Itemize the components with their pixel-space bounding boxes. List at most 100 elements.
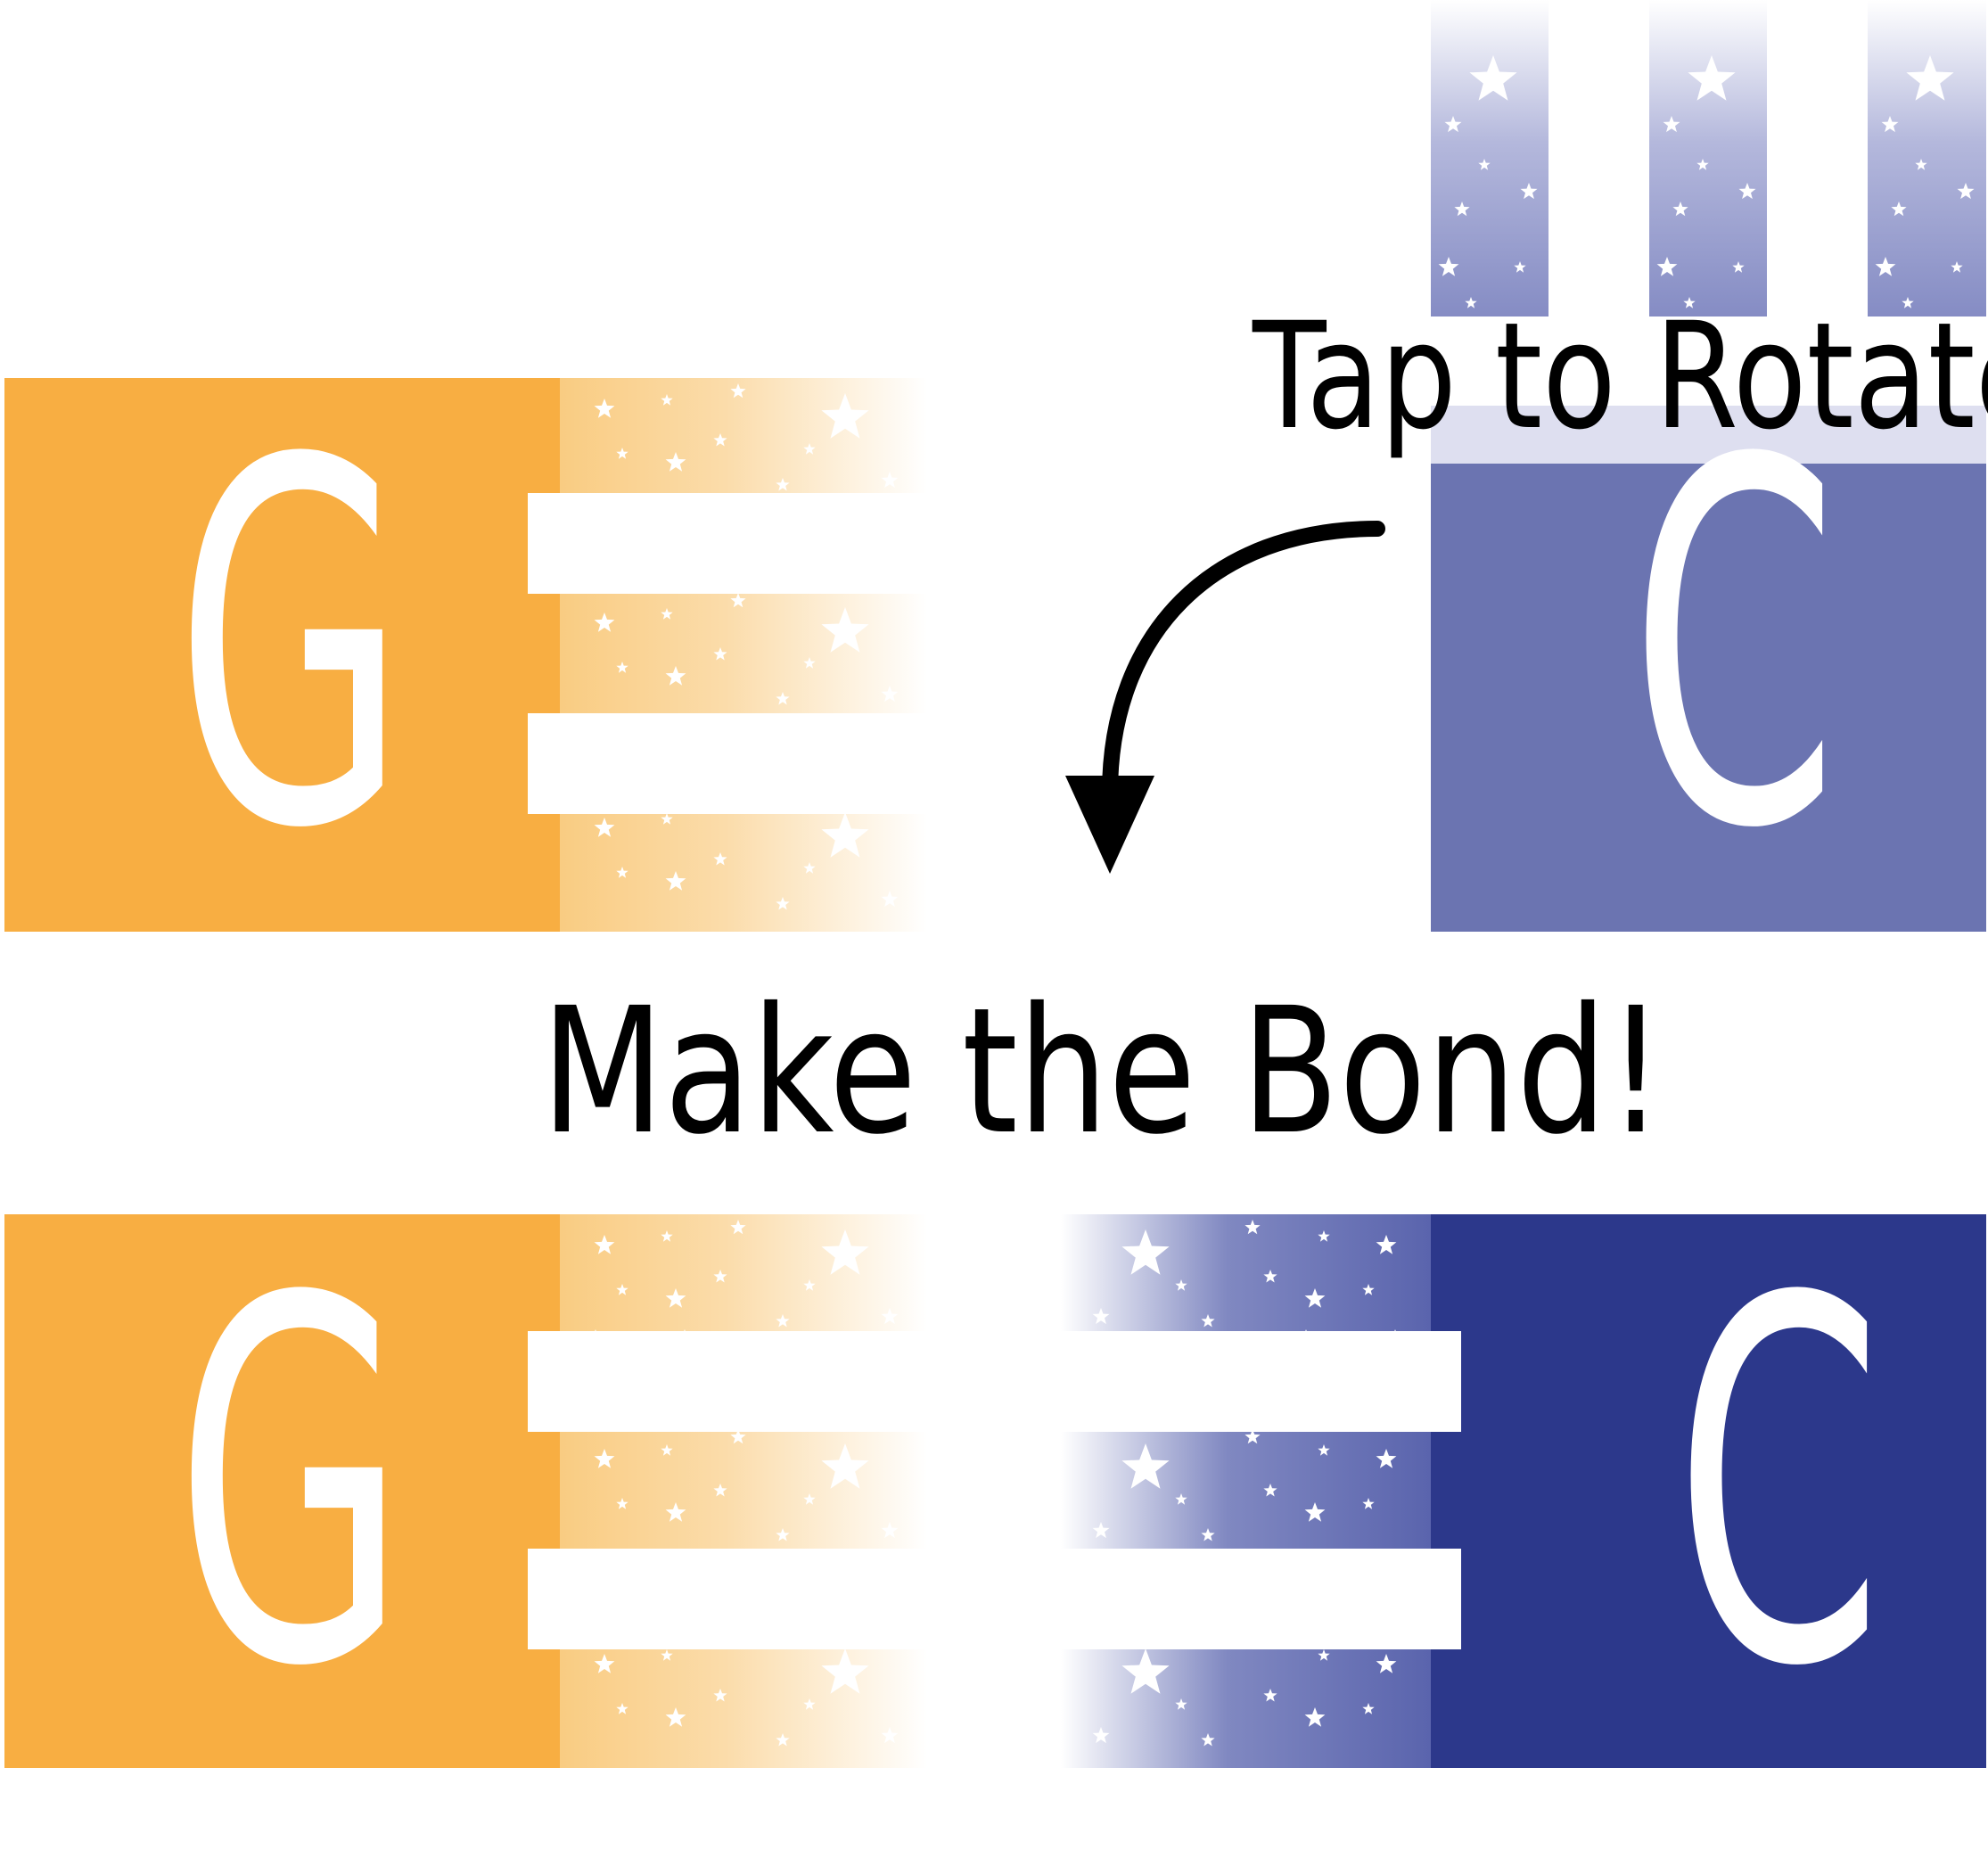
star-icon: [1478, 159, 1491, 170]
star-icon: [803, 1698, 816, 1710]
star-icon: [1304, 1502, 1326, 1522]
star-icon: [1376, 1654, 1397, 1673]
star-icon: [881, 472, 899, 489]
star-icon: [661, 813, 673, 825]
star-pattern-top-c: [1438, 55, 1975, 308]
star-icon: [821, 1648, 869, 1694]
star-icon: [776, 1314, 790, 1328]
star-icon: [730, 383, 746, 399]
star-icon: [1454, 201, 1470, 217]
star-icon: [590, 493, 601, 503]
star-icon: [661, 1649, 673, 1661]
star-icon: [661, 608, 673, 620]
star-icon: [1881, 116, 1899, 133]
hydrogen-bond-bar: [1549, 0, 1649, 321]
star-icon: [594, 1654, 615, 1673]
star-icon: [803, 1279, 816, 1291]
star-icon: [661, 1230, 673, 1242]
tap-to-rotate-label: Tap to Rotate: [1253, 291, 1988, 462]
guanine-block-top[interactable]: [4, 378, 560, 932]
star-icon: [594, 399, 615, 418]
star-icon: [1245, 1634, 1261, 1649]
star-icon: [616, 1703, 628, 1714]
star-icon: [1121, 1648, 1170, 1694]
guanine-letter-bottom: G: [175, 1195, 407, 1776]
star-icon: [594, 612, 615, 632]
star-icon: [1656, 257, 1678, 276]
star-icon: [821, 812, 869, 858]
star-icon: [594, 1449, 615, 1468]
star-icon: [730, 593, 746, 608]
star-icon: [1672, 201, 1688, 217]
star-icon: [1175, 1698, 1187, 1710]
star-icon: [713, 647, 727, 661]
guanine-letter-top: G: [175, 357, 407, 938]
star-icon: [1444, 116, 1462, 133]
star-icon: [1201, 1733, 1215, 1747]
star-icon: [1175, 1279, 1187, 1291]
star-icon: [616, 1498, 628, 1509]
star-icon: [1263, 1689, 1277, 1702]
star-icon: [616, 1284, 628, 1295]
star-icon: [1906, 55, 1954, 101]
star-icon: [1469, 55, 1517, 101]
star-icon: [776, 897, 790, 910]
star-icon: [1514, 261, 1526, 273]
cytosine-bond-fade-bottom: [1061, 1214, 1431, 1768]
star-icon: [590, 1329, 601, 1339]
star-icon: [730, 1429, 746, 1444]
star-icon: [1902, 297, 1914, 308]
star-icon: [776, 1528, 790, 1541]
hydrogen-bond-bar: [528, 1331, 1461, 1432]
star-icon: [1296, 1329, 1316, 1347]
star-icon: [1263, 1270, 1277, 1283]
star-icon: [1732, 261, 1745, 273]
star-icon: [1362, 1703, 1375, 1714]
star-pattern-bottom-g: [590, 1220, 899, 1747]
star-icon: [616, 448, 628, 459]
star-icon: [730, 798, 746, 813]
star-icon: [821, 1229, 869, 1275]
hydrogen-bond-bar: [528, 1549, 1461, 1649]
star-icon: [1092, 1727, 1110, 1744]
star-icon: [594, 818, 615, 837]
star-icon: [1263, 1484, 1277, 1497]
star-icon: [713, 1484, 727, 1497]
star-icon: [1683, 297, 1696, 308]
star-icon: [1121, 1443, 1170, 1489]
cytosine-block-top[interactable]: [1431, 464, 1986, 932]
cytosine-bond-fade-top: [1431, 0, 1986, 317]
star-icon: [776, 692, 790, 705]
cytosine-letter-bottom: C: [1673, 1195, 1884, 1776]
star-icon: [1245, 1220, 1261, 1235]
star-icon: [1376, 1449, 1397, 1468]
curved-arrow-icon: [1065, 521, 1385, 874]
star-icon: [776, 478, 790, 491]
star-icon: [1915, 159, 1927, 170]
cytosine-highlight-strip: [1431, 406, 1986, 464]
star-icon: [881, 891, 899, 908]
star-icon: [1362, 1498, 1375, 1509]
hydrogen-bond-bar: [528, 493, 927, 594]
star-icon: [730, 1634, 746, 1649]
star-icon: [1175, 1493, 1187, 1505]
star-icon: [675, 493, 694, 511]
star-icon: [776, 1733, 790, 1747]
star-icon: [803, 443, 816, 455]
star-icon: [665, 871, 686, 891]
star-icon: [1951, 261, 1963, 273]
star-icon: [1201, 1314, 1215, 1328]
star-icon: [1390, 1329, 1401, 1339]
star-icon: [1318, 1230, 1330, 1242]
star-icon: [730, 1220, 746, 1235]
guanine-bond-fade-top: [560, 378, 927, 932]
star-icon: [661, 1444, 673, 1456]
star-icon: [665, 1502, 686, 1522]
guanine-bond-fade-bottom: [560, 1214, 927, 1768]
star-icon: [713, 433, 727, 447]
star-icon: [616, 867, 628, 878]
cytosine-block-bottom[interactable]: [1431, 1214, 1986, 1768]
guanine-block-bottom[interactable]: [4, 1214, 560, 1768]
star-icon: [1362, 1284, 1375, 1295]
star-icon: [803, 862, 816, 874]
